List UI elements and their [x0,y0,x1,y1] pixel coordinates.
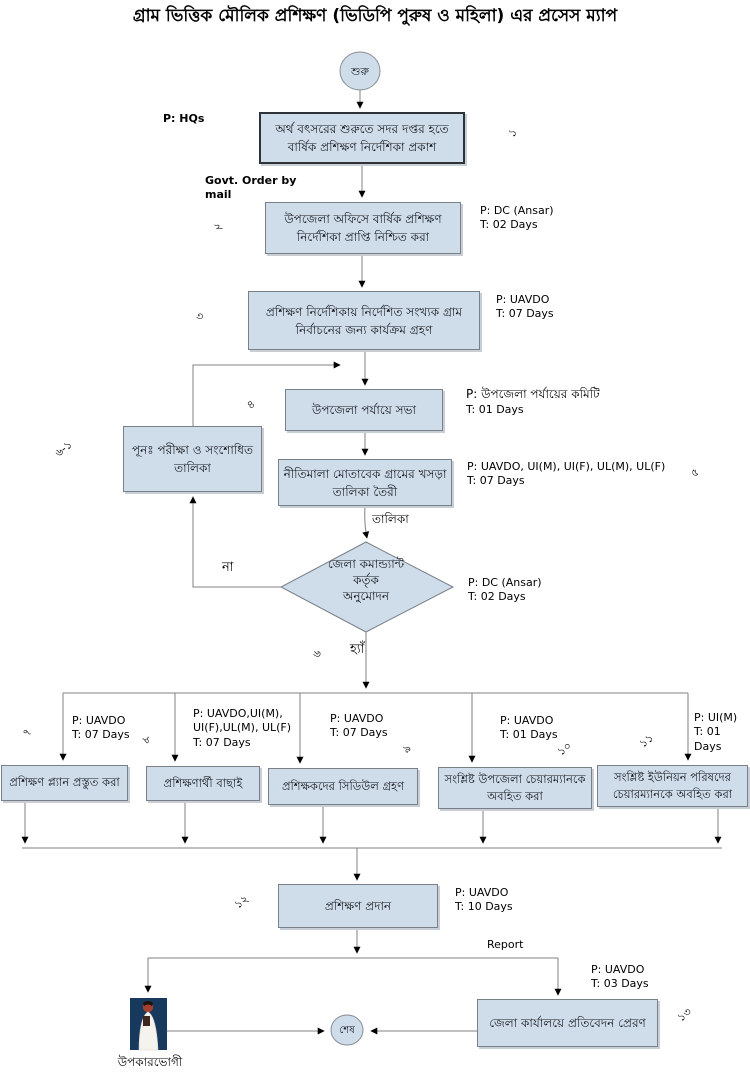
decision-diamond [279,541,455,633]
edge-label-yes: হ্যাঁ [350,642,365,657]
end-oval [330,1014,364,1046]
edge-label-report: Report [487,938,524,951]
start-label: শুরু [351,65,369,78]
start-oval [339,51,381,91]
step-3-box: প্রশিক্ষণ নির্দেশিকায় নির্দেশিত সংখ্যক … [248,291,480,350]
edge-decision-no [189,496,281,588]
edge-label-talika: তালিকা [372,512,409,526]
step-12-box: প্রশিক্ষণ প্রদান [278,884,438,928]
performer-step-11: P: UI(M)T: 01 Days [694,711,738,753]
step-4-box: উপজেলা পর্যায়ে সভা [285,389,443,431]
step-8-box: প্রশিক্ষণার্থী বাছাই [146,766,260,801]
step-2-box: উপজেলা অফিসে বার্ষিক প্রশিক্ষণ নির্দেশিক… [265,202,461,254]
performer-step-8: P: UAVDO,UI(M), UI(F),UL(M), UL(F)T: 07 … [193,707,292,749]
edge-label-govt-order: Govt. Order by mail [205,174,297,202]
performer-step-2: P: DC (Ansar)T: 02 Days [480,204,554,232]
edge-label-no: না [222,560,234,575]
edge-rework-join [192,361,341,427]
performer-decision: P: DC (Ansar)T: 02 Days [468,576,542,604]
beneficiary-label: উপকারভোগী [117,1055,183,1069]
step-5-box: নীতিমালা মোতাবেক গ্রামের খসড়া তালিকা তৈ… [278,459,452,506]
end-label: শেষ [339,1025,355,1036]
edge-n5-decision [362,505,370,539]
step-9-box: প্রশিক্ষকদের সিডিউল গ্রহণ [268,768,418,805]
decision-text: জেলা কমান্ড্যান্ট কর্তৃক অনুমোদন [327,557,405,604]
performer-step-1: P: HQs [163,112,205,125]
page-title: গ্রাম ভিত্তিক মৌলিক প্রশিক্ষণ (ভিডিপি পু… [132,6,618,26]
performer-step-5: P: UAVDO, UI(M), UI(F), UL(M), UL(F)T: 0… [467,460,666,488]
step-13-box: জেলা কার্যালয়ে প্রতিবেদন প্রেরণ [477,999,658,1047]
rework-box: পূনঃ পরীক্ষা ও সংশোধিত তালিকা [123,426,262,492]
beneficiary-figure [130,998,167,1051]
step-10-box: সংশ্লিষ্ট উপজেলা চেয়ারম্যানকে অবহিত করা [438,767,592,809]
performer-step-4: P: উপজেলা পর্যায়ের কমিটিT: 01 Days [466,387,600,416]
step-7-box: প্রশিক্ষণ প্ল্যান প্রস্তুত করা [1,765,128,801]
step-1-box: অর্থ বৎসরের শুরুতে সদর দপ্তর হতে বার্ষিক… [259,112,465,164]
step-11-box: সংশ্লিষ্ট ইউনিয়ন পরিষদের চেয়ারম্যানকে … [597,765,748,807]
